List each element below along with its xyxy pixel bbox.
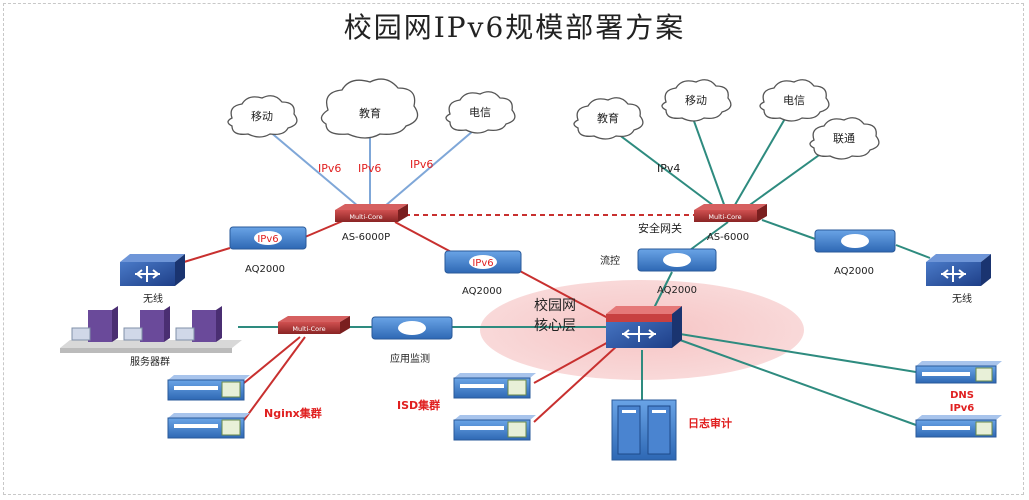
wireless-right: 无线 [926,254,991,305]
cloud-telecom-left: 电信 [445,91,516,134]
cloud-label: 电信 [469,106,491,119]
link-mobile-left [261,124,366,213]
device-name: 服务器群 [130,355,170,368]
device-badge: IPv6 [257,234,278,245]
device-name: AQ2000 [462,286,502,297]
diagram-title: 校园网IPv6规模部署方案 [343,11,686,44]
router-mid: Multi-Core [278,316,350,334]
device-name: AQ2000 [245,264,285,275]
nginx-server-1 [167,375,250,401]
link-aq-wireless-right [895,244,931,259]
cloud-label: 教育 [597,111,619,125]
diagram-frame [3,3,1024,495]
link-label-ipv6: IPv6 [410,158,433,171]
log-audit-rack: 日志审计 [611,399,732,461]
link-core-dns2 [679,339,917,426]
wireless-left: 无线 [120,254,185,305]
server-group: 服务器群 [60,306,242,368]
cloud-label: 联通 [833,132,855,145]
link-telecom-left [377,124,481,213]
router-chassis-label: Multi-Core [349,213,382,221]
cloud-edu-left: 教育 [320,78,419,139]
link-core-isd2 [533,344,619,423]
aq2000-flow: 流控 AQ2000 [600,248,717,296]
core-label-line1: 校园网 [534,297,576,314]
app-monitor: 应用监测 [371,316,453,365]
cloud-edu-right: 教育 [573,97,644,140]
aq2000-right: AQ2000 [814,229,896,277]
link-label-ipv6: IPv6 [318,162,341,175]
aq2000-center: IPv6 AQ2000 [444,250,522,297]
link-mobile-right [689,109,727,211]
nginx-server-2 [167,413,250,439]
link-edu-right [609,127,723,213]
cloud-label: 移动 [685,94,707,107]
dns-server-2 [915,415,1002,438]
cloud-label: 电信 [783,94,805,107]
device-name: AQ2000 [834,266,874,277]
cloud-label: 移动 [251,110,273,123]
router-chassis-label: Multi-Core [708,213,741,221]
isd-server-2 [453,415,536,441]
cloud-telecom-right: 电信 [759,79,830,122]
device-badge: IPv6 [472,258,493,269]
router-left: Multi-Core AS-6000P [335,204,408,243]
cloud-mobile-right: 移动 [661,79,732,122]
cloud-label: 教育 [359,106,381,120]
link-aq-wireless-left [183,247,231,263]
router-caption: 安全网关 [638,221,682,235]
link-router-aq-right [761,219,819,241]
router-name: AS-6000P [342,232,390,243]
router-name: AS-6000 [707,232,749,243]
device-name: 无线 [143,292,163,305]
link-aq-center-core [517,269,609,319]
dns-label: DNS [950,390,974,401]
link-router-aq-center [394,221,456,255]
dns-server-1 [915,361,1002,384]
device-name: AQ2000 [657,285,697,296]
link-mid-nginx1 [243,336,301,384]
device-caption: 流控 [600,254,620,267]
core-label-line2: 核心层 [534,318,576,334]
link-core-isd1 [533,339,613,384]
router-chassis-label: Multi-Core [292,325,325,333]
cloud-mobile-left: 移动 [227,95,298,138]
cloud-unicom-right: 联通 [809,117,880,160]
nginx-cluster-label: Nginx集群 [264,406,322,420]
link-core-dns1 [679,333,917,373]
isd-server-1 [453,373,536,399]
router-right: Multi-Core 安全网关 AS-6000 [638,204,767,243]
aq2000-left: IPv6 AQ2000 [229,226,307,275]
link-label-ipv6: IPv6 [358,162,381,175]
link-flow-core [653,271,673,309]
link-mid-nginx2 [243,336,306,421]
link-telecom-right [731,109,791,211]
log-audit-label: 日志审计 [688,416,732,430]
link-router-flow [689,221,729,251]
link-router-aq-left [304,219,346,238]
device-name: 无线 [952,292,972,305]
dns-ipv6-label: IPv6 [950,403,975,414]
core-switch: 校园网 核心层 [534,297,682,348]
isd-cluster-label: ISD集群 [397,398,440,412]
device-name: 应用监测 [390,352,430,365]
link-label-ipv4: IPv4 [657,162,680,175]
